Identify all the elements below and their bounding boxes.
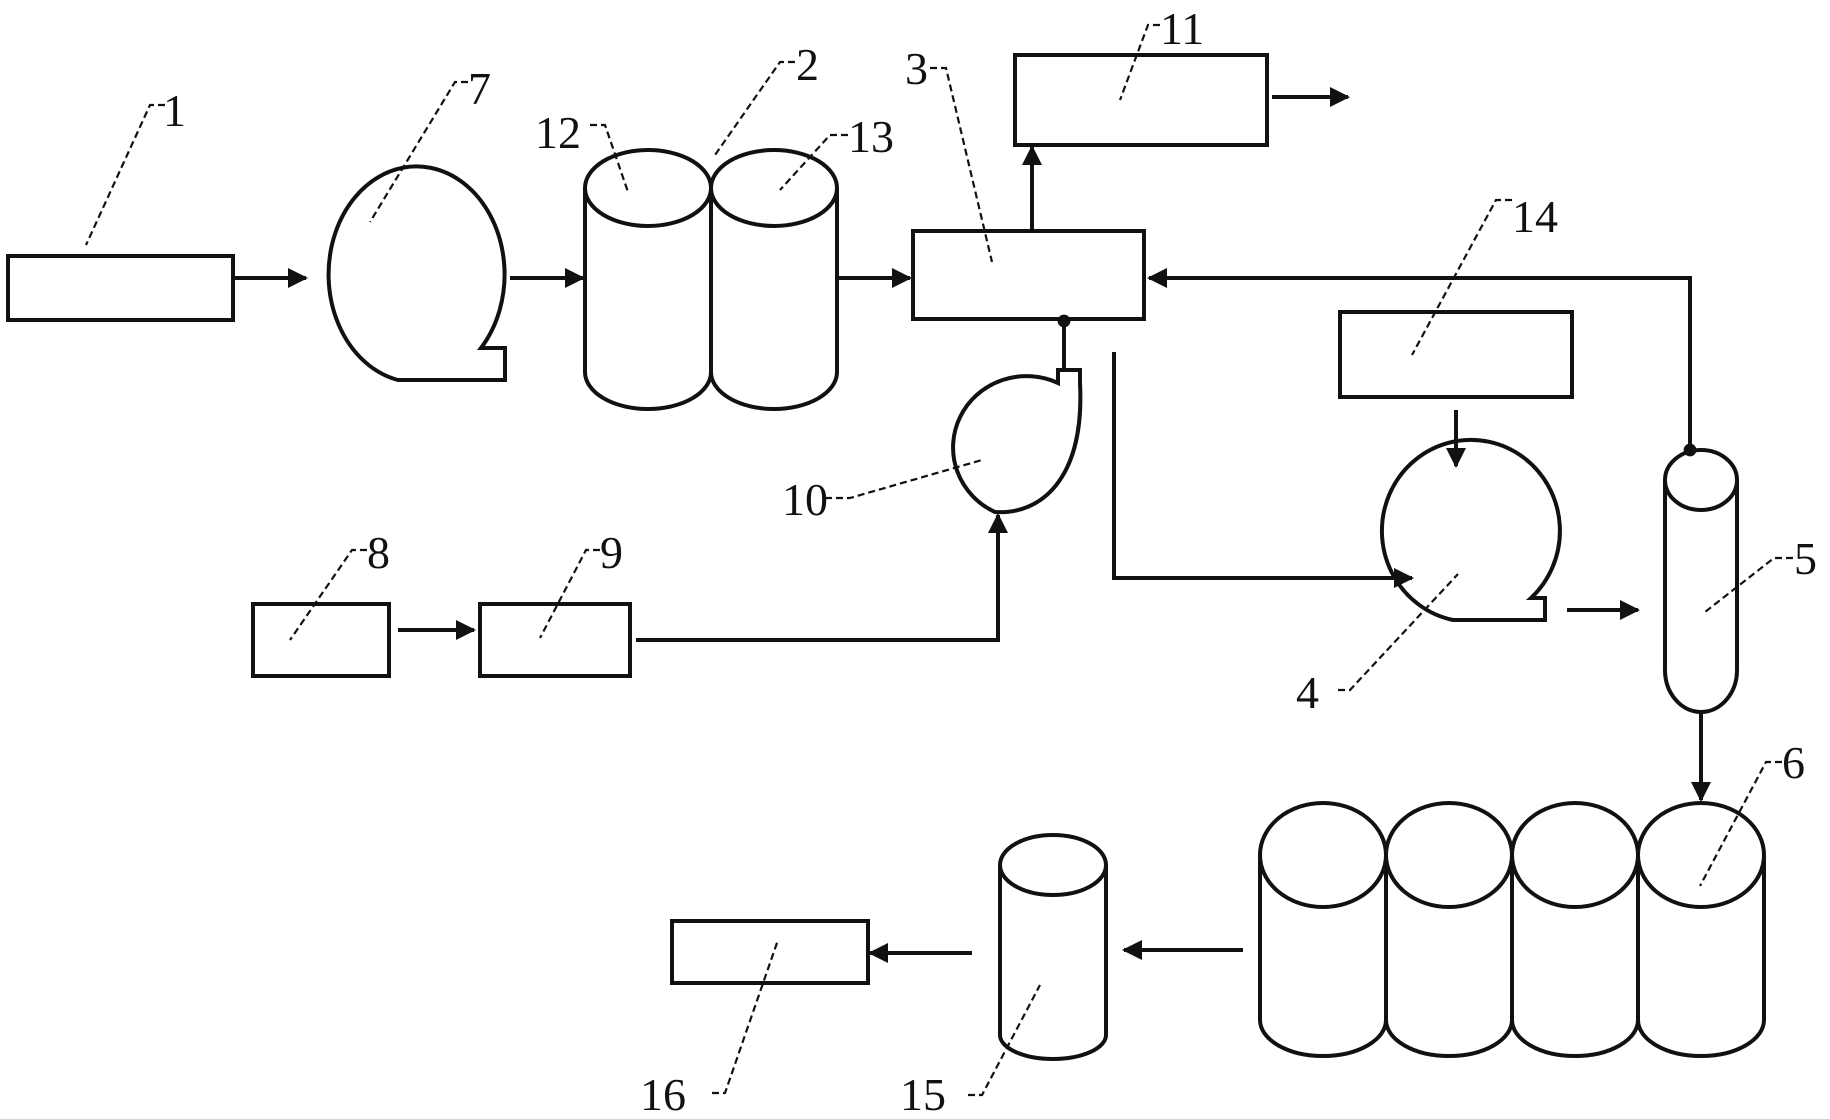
label-10: 10 (782, 474, 828, 525)
label-8: 8 (367, 527, 390, 578)
tank-12-top (583, 148, 713, 228)
unit-2-twin-tank (583, 148, 839, 411)
reference-labels: 1 7 2 12 13 3 11 14 10 8 9 4 5 6 15 16 (163, 3, 1817, 1119)
label-14: 14 (1512, 191, 1558, 242)
label-1: 1 (163, 85, 186, 136)
leader-lines (84, 23, 1793, 1097)
unit-3-box (911, 229, 1146, 321)
unit-1-box (6, 254, 235, 322)
unit-5-column (1663, 448, 1739, 714)
label-9: 9 (600, 527, 623, 578)
label-16: 16 (640, 1069, 686, 1119)
label-4: 4 (1296, 667, 1319, 718)
flow-lines (233, 87, 1711, 963)
unit-8-box (251, 602, 391, 678)
label-12: 12 (535, 107, 581, 158)
label-3: 3 (905, 43, 928, 94)
label-7: 7 (468, 63, 491, 114)
tank-12 (583, 188, 713, 411)
unit-15-tank (998, 833, 1108, 1061)
label-11: 11 (1160, 3, 1204, 54)
unit-16-box (670, 919, 870, 985)
tank-13-top (709, 148, 839, 228)
unit-4-pump (1379, 437, 1562, 622)
flow-9-to-10 (636, 513, 1008, 642)
unit-14-box (1338, 310, 1574, 399)
unit-6-tank-bank (1258, 801, 1766, 1058)
tank-13 (709, 188, 839, 411)
label-13: 13 (848, 111, 894, 162)
label-15: 15 (900, 1069, 946, 1119)
unit-9-box (478, 602, 632, 678)
unit-7-pump (326, 164, 507, 382)
unit-11-box (1013, 53, 1269, 147)
label-2: 2 (796, 39, 819, 90)
flow-5-to-3 (1147, 268, 1697, 457)
label-6: 6 (1782, 737, 1805, 788)
label-5: 5 (1794, 533, 1817, 584)
flow-3-to-4 (1112, 352, 1414, 588)
unit-10-pump (951, 368, 1083, 515)
